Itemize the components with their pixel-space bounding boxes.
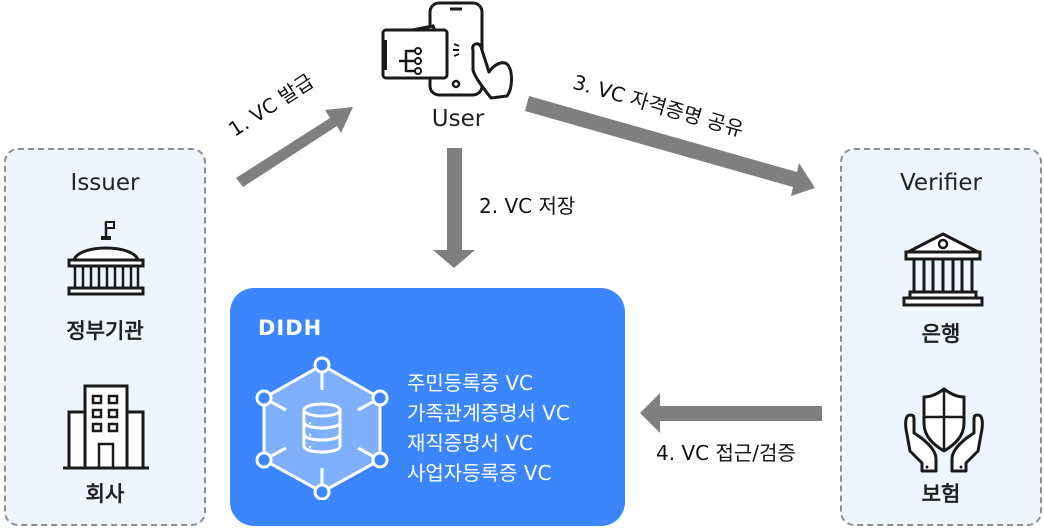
verifier-entity-bank: 은행 — [921, 322, 961, 346]
verifier-title: Verifier — [899, 170, 983, 196]
flow-label-4: 4. VC 접근/검증 — [656, 441, 796, 465]
arrow-3-share — [525, 96, 815, 196]
didh-box: DIDH 주민등록증 VC 가족관계증명서 VC 재직증명서 V — [230, 288, 625, 526]
vc-list-item: 사업자등록증 VC — [407, 461, 552, 485]
user-label: User — [431, 106, 485, 132]
issuer-panel: Issuer 정부기관 — [4, 148, 206, 526]
phone-wallet-touch-icon — [375, 0, 515, 109]
office-building-icon — [61, 382, 151, 478]
bank-icon — [900, 230, 986, 314]
verifier-panel: Verifier 은행 보험 — [840, 148, 1042, 526]
database-network-icon — [252, 350, 392, 504]
insurance-shield-hands-icon — [902, 385, 986, 481]
government-building-icon — [61, 218, 151, 312]
vc-list-item: 재직증명서 VC — [407, 431, 534, 455]
arrow-2-store — [433, 148, 475, 268]
issuer-entity-government: 정부기관 — [66, 319, 144, 343]
flow-label-2: 2. VC 저장 — [479, 194, 576, 218]
vc-list-item: 주민등록증 VC — [407, 371, 534, 395]
vc-list: 주민등록증 VC 가족관계증명서 VC 재직증명서 VC 사업자등록증 VC — [407, 368, 570, 488]
issuer-entity-company: 회사 — [85, 482, 125, 506]
arrow-4-verify — [640, 393, 822, 433]
arrow-1-issue — [236, 107, 353, 187]
didh-title: DIDH — [258, 316, 323, 340]
issuer-title: Issuer — [70, 170, 140, 196]
vc-list-item: 가족관계증명서 VC — [407, 401, 570, 425]
verifier-entity-insurance: 보험 — [921, 482, 961, 506]
